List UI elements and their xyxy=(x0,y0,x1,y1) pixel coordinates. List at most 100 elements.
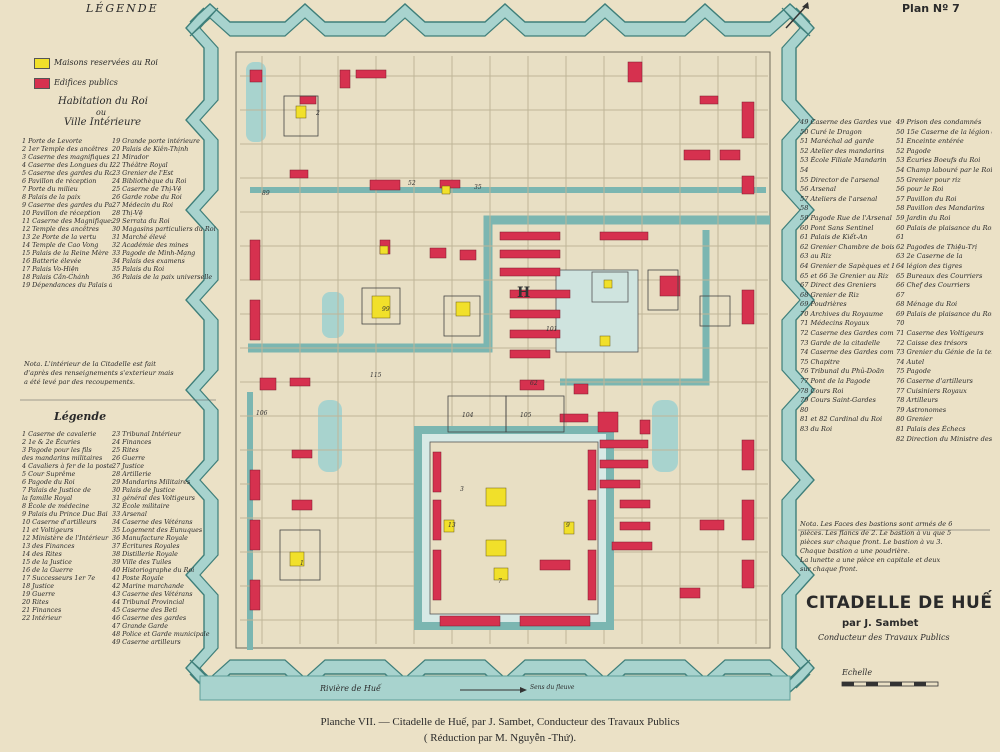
note-line: pièces sur chaque front. Le bastion à vu… xyxy=(800,538,943,546)
public-building xyxy=(509,309,561,319)
legend-entry: 54 xyxy=(800,165,809,174)
public-building xyxy=(741,439,755,471)
legend-entry: 52 Atelier des mandarins xyxy=(800,146,885,155)
royal-houses-label: Maisons reservées au Roi xyxy=(54,58,158,67)
legend-entry: 24 Finances xyxy=(112,438,152,446)
public-building xyxy=(249,299,261,341)
legend-entry: 21 Finances xyxy=(22,606,62,614)
legend-entry: 70 Archives du Royaume xyxy=(800,309,884,318)
caption-line2: ( Réduction par M. Nguyễn -Thứ). xyxy=(423,732,577,744)
scale-bar xyxy=(841,681,939,687)
public-building xyxy=(741,289,755,325)
public-building xyxy=(597,411,619,433)
public-building xyxy=(249,579,261,611)
legend-entry: 50 Curé le Dragon xyxy=(800,127,862,136)
legend-entry: 18 Palais Cần-Chánh xyxy=(22,273,90,281)
legend-entry: 35 Palais du Roi xyxy=(112,265,165,273)
river-label: Rivière de Huế xyxy=(320,684,381,693)
public-building xyxy=(619,521,651,531)
legend-entry: 62 Pagodes de Thiệu-Trị xyxy=(896,242,978,251)
public-building xyxy=(587,499,597,541)
legend-entry: 32 Académie des mines xyxy=(112,241,189,249)
legend-entry: 55 Director de l'arsenal xyxy=(800,175,880,184)
legend-entry: 9 Caserne des gardes du Palais xyxy=(22,201,112,209)
legend-entry: 34 Caserne des Vétérans xyxy=(112,518,193,526)
legend-entry: 3 Caserne des magnifiques xyxy=(22,153,110,161)
public-building xyxy=(299,95,317,105)
legend-entry: 13 des Finances xyxy=(22,542,75,550)
legend-entry: 58 Pavillon des Mandarins xyxy=(896,204,985,213)
legend-entry: 42 Marine marchande xyxy=(112,582,184,590)
legend-entry: 17 Palais Vo-Hiện xyxy=(22,265,79,273)
note-line: sur chaque front. xyxy=(800,565,858,573)
legend-entry: 79 Cours Saint-Gardes xyxy=(800,396,876,405)
legend-entry: 14 Temple de Cao Vong xyxy=(22,241,99,249)
legend-entry: 38 Distillerie Royale xyxy=(112,550,178,558)
legend-entry: 11 et Voltigeurs xyxy=(22,526,74,534)
note-line: a été levé par des recoupements. xyxy=(24,378,135,386)
pond xyxy=(652,400,678,472)
legend-entry: 23 Grenier de l'Est xyxy=(112,169,174,177)
public-building xyxy=(683,149,711,161)
public-buildings-swatch xyxy=(34,78,50,89)
legend-entry: 78 Artilleurs xyxy=(896,396,939,405)
map-label: 89 xyxy=(262,190,270,197)
royal-house xyxy=(485,487,507,507)
map-label: 3 xyxy=(460,486,464,493)
legend-entry: 63 au Riz xyxy=(800,252,832,261)
legend-entry: 6 Pagode du Roi xyxy=(22,478,75,486)
public-building xyxy=(741,175,755,195)
legend-entry: 55 Grenier pour riz xyxy=(896,175,961,184)
legend-entry: 36 Palais de la paix universelle xyxy=(112,273,213,281)
legend-entry: 66 Chef des Courriers xyxy=(896,281,970,290)
public-building xyxy=(741,499,755,541)
enclosure xyxy=(505,395,565,433)
royal-house xyxy=(441,185,451,195)
note-line: d'après des renseignements s'exterieur m… xyxy=(24,369,174,377)
map-label: 35 xyxy=(474,184,482,191)
legend-entry: 67 Direct des Greniers xyxy=(800,281,877,290)
legend-entry: 19 Guerre xyxy=(22,590,56,598)
legend-entry: 79 Astronomes xyxy=(896,405,947,414)
public-building xyxy=(499,231,561,241)
legend-entry: 44 Tribunal Provincial xyxy=(112,598,185,606)
map-label: 9 xyxy=(566,522,570,529)
legend-entry: 3 Pagode pour les fils xyxy=(22,446,92,454)
legend-entry: 46 Caserne des gardes xyxy=(112,614,187,622)
public-building xyxy=(291,449,313,459)
legend-entry: 54 Champ labouré par le Roi xyxy=(896,165,992,174)
legend-entry: 20 Rites xyxy=(22,598,49,606)
legend-entry: 2 1e & 2e Écuries xyxy=(22,438,81,446)
legend-entry: 45 Caserne des Beti xyxy=(112,606,178,614)
legend-entry: 19 Grande porte intérieure xyxy=(112,137,200,145)
legend-entry: 65 Bureaux des Courriers xyxy=(896,271,983,280)
flow-arrowhead xyxy=(520,687,527,693)
legend-entry: 33 Arsenal xyxy=(112,510,147,518)
legend-entry: 67 xyxy=(896,290,905,299)
legend-entry: des mandarins militaires xyxy=(22,454,103,462)
legend-entry: 1 Porte de Levorte xyxy=(22,137,83,145)
public-building xyxy=(519,379,545,391)
public-building xyxy=(659,275,681,297)
royal-house xyxy=(563,521,575,535)
note-line: La lunette a une pièce en capitale et de… xyxy=(800,556,941,564)
royal-house xyxy=(371,295,391,319)
public-building xyxy=(509,349,551,359)
legend-entry: 81 et 82 Cardinal du Roi xyxy=(800,415,883,424)
map-author: par J. Sambet xyxy=(842,618,919,629)
public-building xyxy=(559,413,589,423)
ville-heading: Ville Intérieure xyxy=(64,117,142,128)
legend-entry: 71 Caserne des Voltigeurs xyxy=(896,329,984,338)
public-building xyxy=(741,559,755,589)
legend-entry: 33 Pagode de Minh-Mạng xyxy=(112,249,196,257)
public-building xyxy=(539,559,571,571)
north-arrowhead xyxy=(802,2,809,9)
legend-entry: 2 1er Temple des ancêtres xyxy=(22,145,108,153)
public-building xyxy=(355,69,387,79)
legend-entry: 63 2e Caserne de la xyxy=(896,252,963,261)
map-title: CITADELLE DE HUẾ xyxy=(806,593,993,613)
legend-entry: 23 Tribunal Intérieur xyxy=(112,430,181,438)
legend-entry: 4 Caserne des Longues du Roi xyxy=(22,161,112,169)
